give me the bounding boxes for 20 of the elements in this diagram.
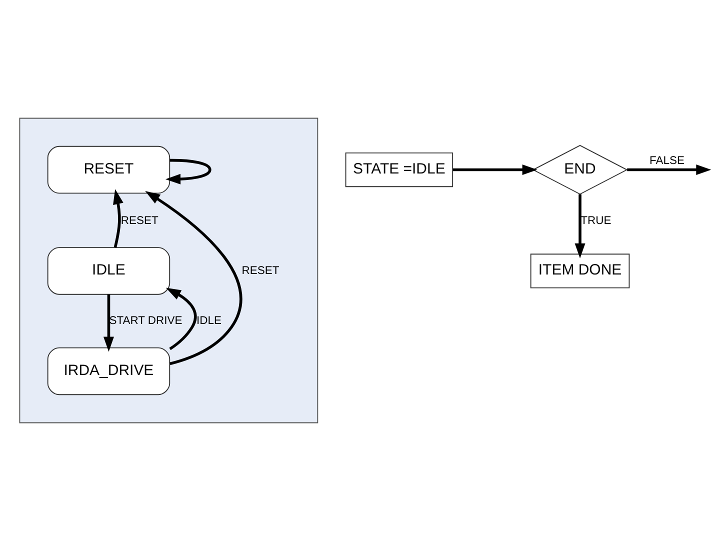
node-box: IDLE (47, 246, 170, 294)
arrow (113, 188, 124, 248)
node-box: RESET (47, 145, 170, 194)
arrow (166, 287, 197, 350)
edge-label: RESET (120, 214, 158, 226)
arrow (103, 294, 114, 352)
edge-label: IDLE (196, 314, 222, 326)
arrow (452, 164, 538, 175)
edge-label: START DRIVE (109, 314, 182, 326)
cluster (19, 117, 318, 423)
arrow (165, 158, 212, 184)
edge-label: RESET (242, 264, 280, 276)
arrow (627, 164, 712, 175)
node-box: ITEM DONE (530, 253, 630, 288)
edge-label: FALSE (649, 154, 684, 166)
arrow (145, 190, 242, 365)
node-box: STATE =IDLE (345, 152, 454, 187)
node-diamond: END (532, 144, 628, 194)
node-box: IRDA_DRIVE (47, 346, 170, 395)
arrow (574, 194, 586, 258)
